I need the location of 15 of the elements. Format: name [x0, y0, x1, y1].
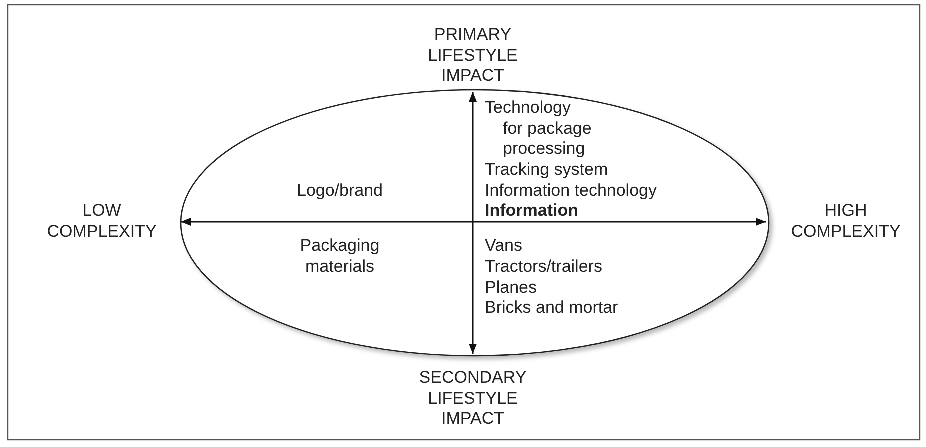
- quadrant-item: Vans: [485, 236, 522, 256]
- quadrant-item: Tractors/trailers: [485, 257, 602, 278]
- axis-label: SECONDARY LIFESTYLE IMPACT: [418, 368, 528, 430]
- axis-label: HIGH COMPLEXITY: [790, 201, 902, 242]
- quadrant-item: Packaging materials: [299, 236, 381, 277]
- quadrant-heading: Information: [485, 201, 578, 222]
- quadrant-item: Technology for package processing: [485, 98, 593, 160]
- quadrant-item: Bricks and mortar: [485, 298, 618, 318]
- ellipse-outline: [179, 88, 771, 358]
- quadrant-item: Logo/brand: [296, 181, 384, 202]
- quadrant-item: Tracking system: [485, 160, 608, 180]
- quadrant-item: Planes: [485, 278, 537, 298]
- axis-label: PRIMARY LIFESTYLE IMPACT: [427, 25, 519, 86]
- axis-label: LOW COMPLEXITY: [46, 201, 158, 242]
- quadrant-item: Information technology: [485, 181, 657, 202]
